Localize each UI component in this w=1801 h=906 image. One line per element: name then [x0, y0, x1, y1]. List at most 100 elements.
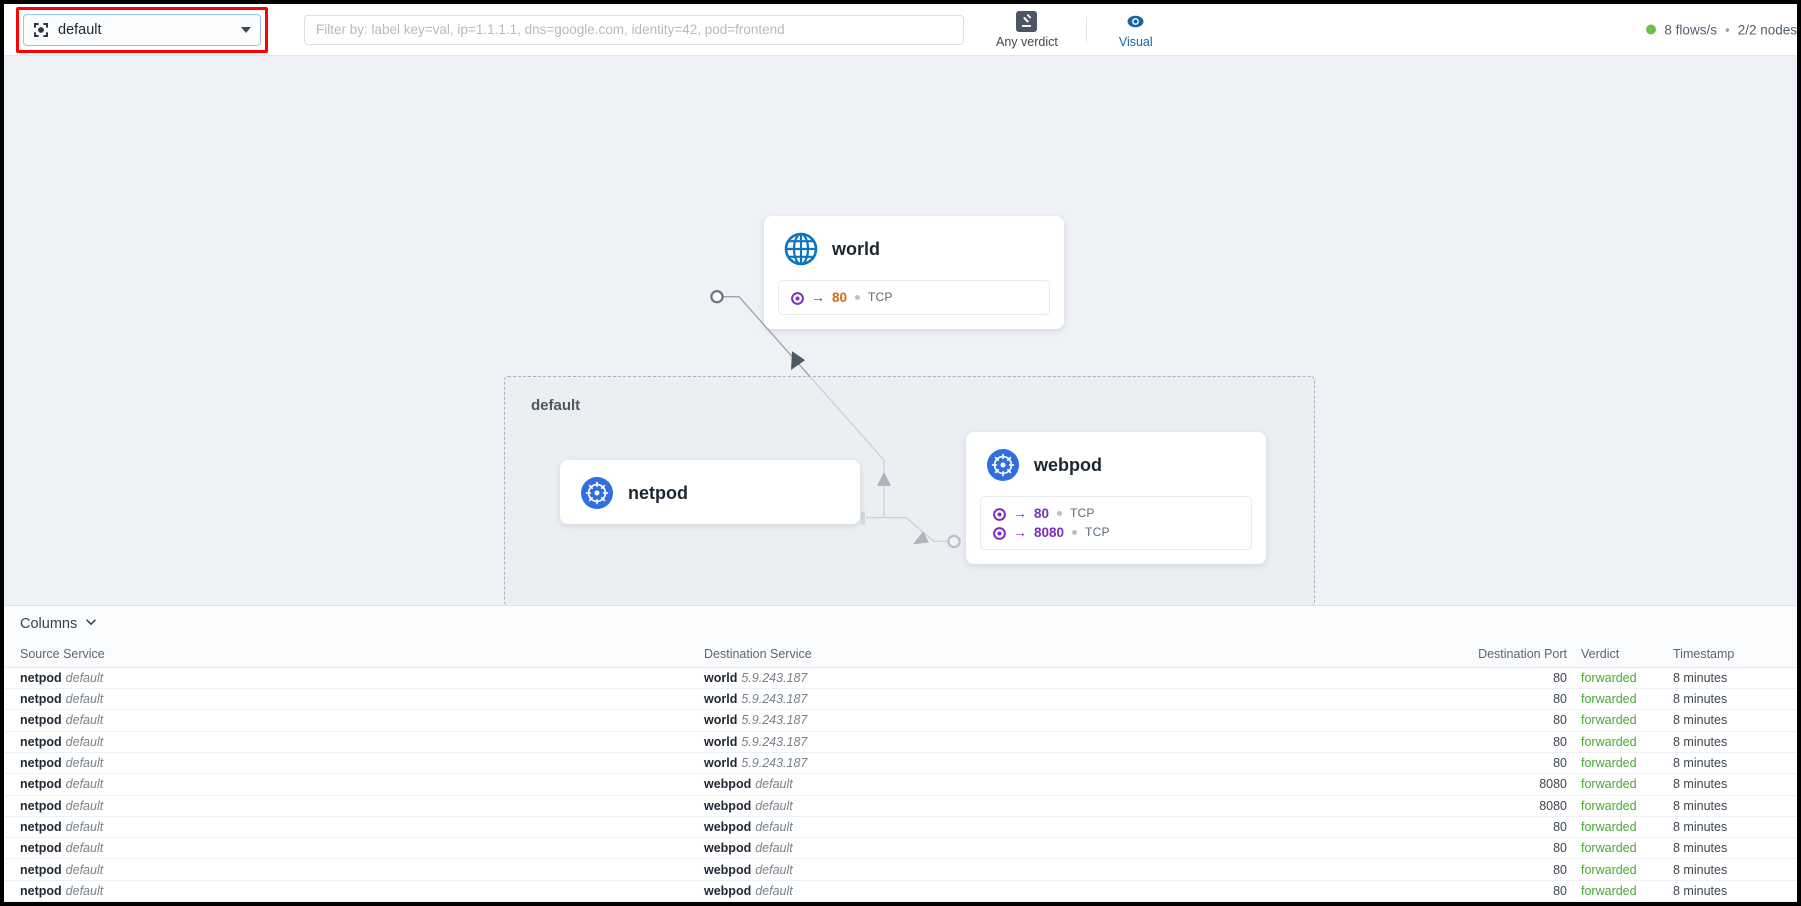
destination-service-name: world	[704, 756, 738, 771]
destination-service-meta: default	[755, 862, 793, 877]
cell-destination-port: 80	[1553, 819, 1567, 834]
port-arrow: →	[811, 289, 825, 305]
any-verdict-label: Any verdict	[996, 34, 1058, 49]
service-map-canvas[interactable]: default world	[4, 56, 1797, 605]
column-header-source-service[interactable]: Source Service	[20, 647, 105, 662]
source-service-name: netpod	[20, 798, 62, 813]
port-number: 8080	[1034, 525, 1065, 540]
destination-service-name: world	[704, 670, 738, 685]
column-header-destination-service[interactable]: Destination Service	[704, 647, 812, 662]
destination-service-meta: 5.9.243.187	[741, 734, 808, 749]
cell-verdict: forwarded	[1581, 692, 1637, 707]
status-dot-green-icon	[1646, 24, 1657, 35]
status-indicator: 8 flows/s • 2/2 nodes	[1646, 22, 1797, 37]
gavel-icon	[1016, 10, 1038, 32]
cell-destination-port: 80	[1553, 670, 1567, 685]
source-service-meta: default	[65, 819, 104, 834]
column-header-destination-port[interactable]: Destination Port	[1478, 647, 1567, 662]
destination-service-meta: 5.9.243.187	[741, 756, 808, 771]
service-node-header: world	[764, 216, 1064, 280]
cell-timestamp: 8 minutes	[1673, 883, 1728, 898]
service-node-webpod[interactable]: webpod → 80 TCP	[966, 432, 1266, 564]
namespace-focus-icon	[33, 22, 49, 38]
destination-service-name: world	[704, 734, 738, 749]
flows-table-panel: Columns Source Service Destination Servi…	[4, 604, 1797, 902]
cell-destination-port: 80	[1553, 734, 1567, 749]
service-node-title: netpod	[628, 482, 688, 503]
port-arrow: →	[1013, 505, 1027, 521]
port-arrow: →	[1013, 524, 1027, 540]
column-header-verdict[interactable]: Verdict	[1581, 647, 1620, 662]
destination-service-meta: default	[755, 798, 793, 813]
destination-service-name: webpod	[704, 798, 752, 813]
service-node-world[interactable]: world → 80 TCP	[764, 216, 1064, 329]
source-service-meta: default	[65, 692, 104, 707]
namespace-selector[interactable]: default	[23, 13, 261, 46]
cell-verdict: forwarded	[1581, 841, 1637, 856]
source-service-meta: default	[65, 883, 104, 898]
source-service-name: netpod	[20, 713, 62, 728]
source-service-meta: default	[65, 777, 104, 792]
destination-service-meta: default	[755, 883, 793, 898]
destination-service-meta: 5.9.243.187	[741, 692, 808, 707]
destination-service-meta: 5.9.243.187	[741, 670, 808, 685]
service-node-netpod[interactable]: netpod	[560, 460, 860, 524]
cell-destination-port: 80	[1553, 841, 1567, 856]
source-service-name: netpod	[20, 883, 62, 898]
port-row[interactable]: → 8080 TCP	[993, 523, 1239, 542]
cell-destination-port: 80	[1553, 756, 1567, 771]
service-node-ports: → 80 TCP	[778, 280, 1050, 315]
source-service-meta: default	[65, 670, 104, 685]
chevron-down-icon	[85, 615, 97, 633]
column-header-timestamp[interactable]: Timestamp	[1673, 647, 1735, 662]
destination-service-name: webpod	[704, 819, 752, 834]
source-service-name: netpod	[20, 756, 62, 771]
port-row[interactable]: → 80 TCP	[993, 504, 1239, 523]
cell-verdict: forwarded	[1581, 734, 1637, 749]
filter-input[interactable]	[304, 14, 964, 45]
port-protocol: TCP	[1070, 506, 1095, 520]
any-verdict-button[interactable]: Any verdict	[990, 10, 1064, 49]
target-icon	[791, 291, 804, 305]
cell-timestamp: 8 minutes	[1673, 670, 1728, 685]
port-protocol: TCP	[868, 290, 893, 304]
nodes-count: 2/2 nodes	[1737, 22, 1797, 37]
port-protocol: TCP	[1085, 525, 1110, 539]
toolbar-divider	[1085, 16, 1087, 43]
source-service-meta: default	[65, 713, 104, 728]
target-icon	[993, 507, 1006, 521]
cell-timestamp: 8 minutes	[1673, 692, 1728, 707]
namespace-group-label: default	[531, 397, 581, 414]
status-separator: •	[1724, 22, 1730, 37]
visual-view-label: Visual	[1118, 34, 1153, 49]
visual-view-button[interactable]: Visual	[1113, 11, 1159, 49]
flows-rate: 8 flows/s	[1664, 22, 1717, 37]
destination-service-meta: default	[755, 777, 793, 792]
destination-service-name: webpod	[704, 777, 752, 792]
cell-timestamp: 8 minutes	[1673, 713, 1728, 728]
target-icon	[993, 526, 1006, 540]
cell-timestamp: 8 minutes	[1673, 734, 1728, 749]
columns-dropdown-button[interactable]: Columns	[4, 605, 1797, 642]
cell-timestamp: 8 minutes	[1673, 756, 1728, 771]
port-row[interactable]: → 80 TCP	[791, 288, 1037, 307]
source-service-meta: default	[65, 862, 104, 877]
